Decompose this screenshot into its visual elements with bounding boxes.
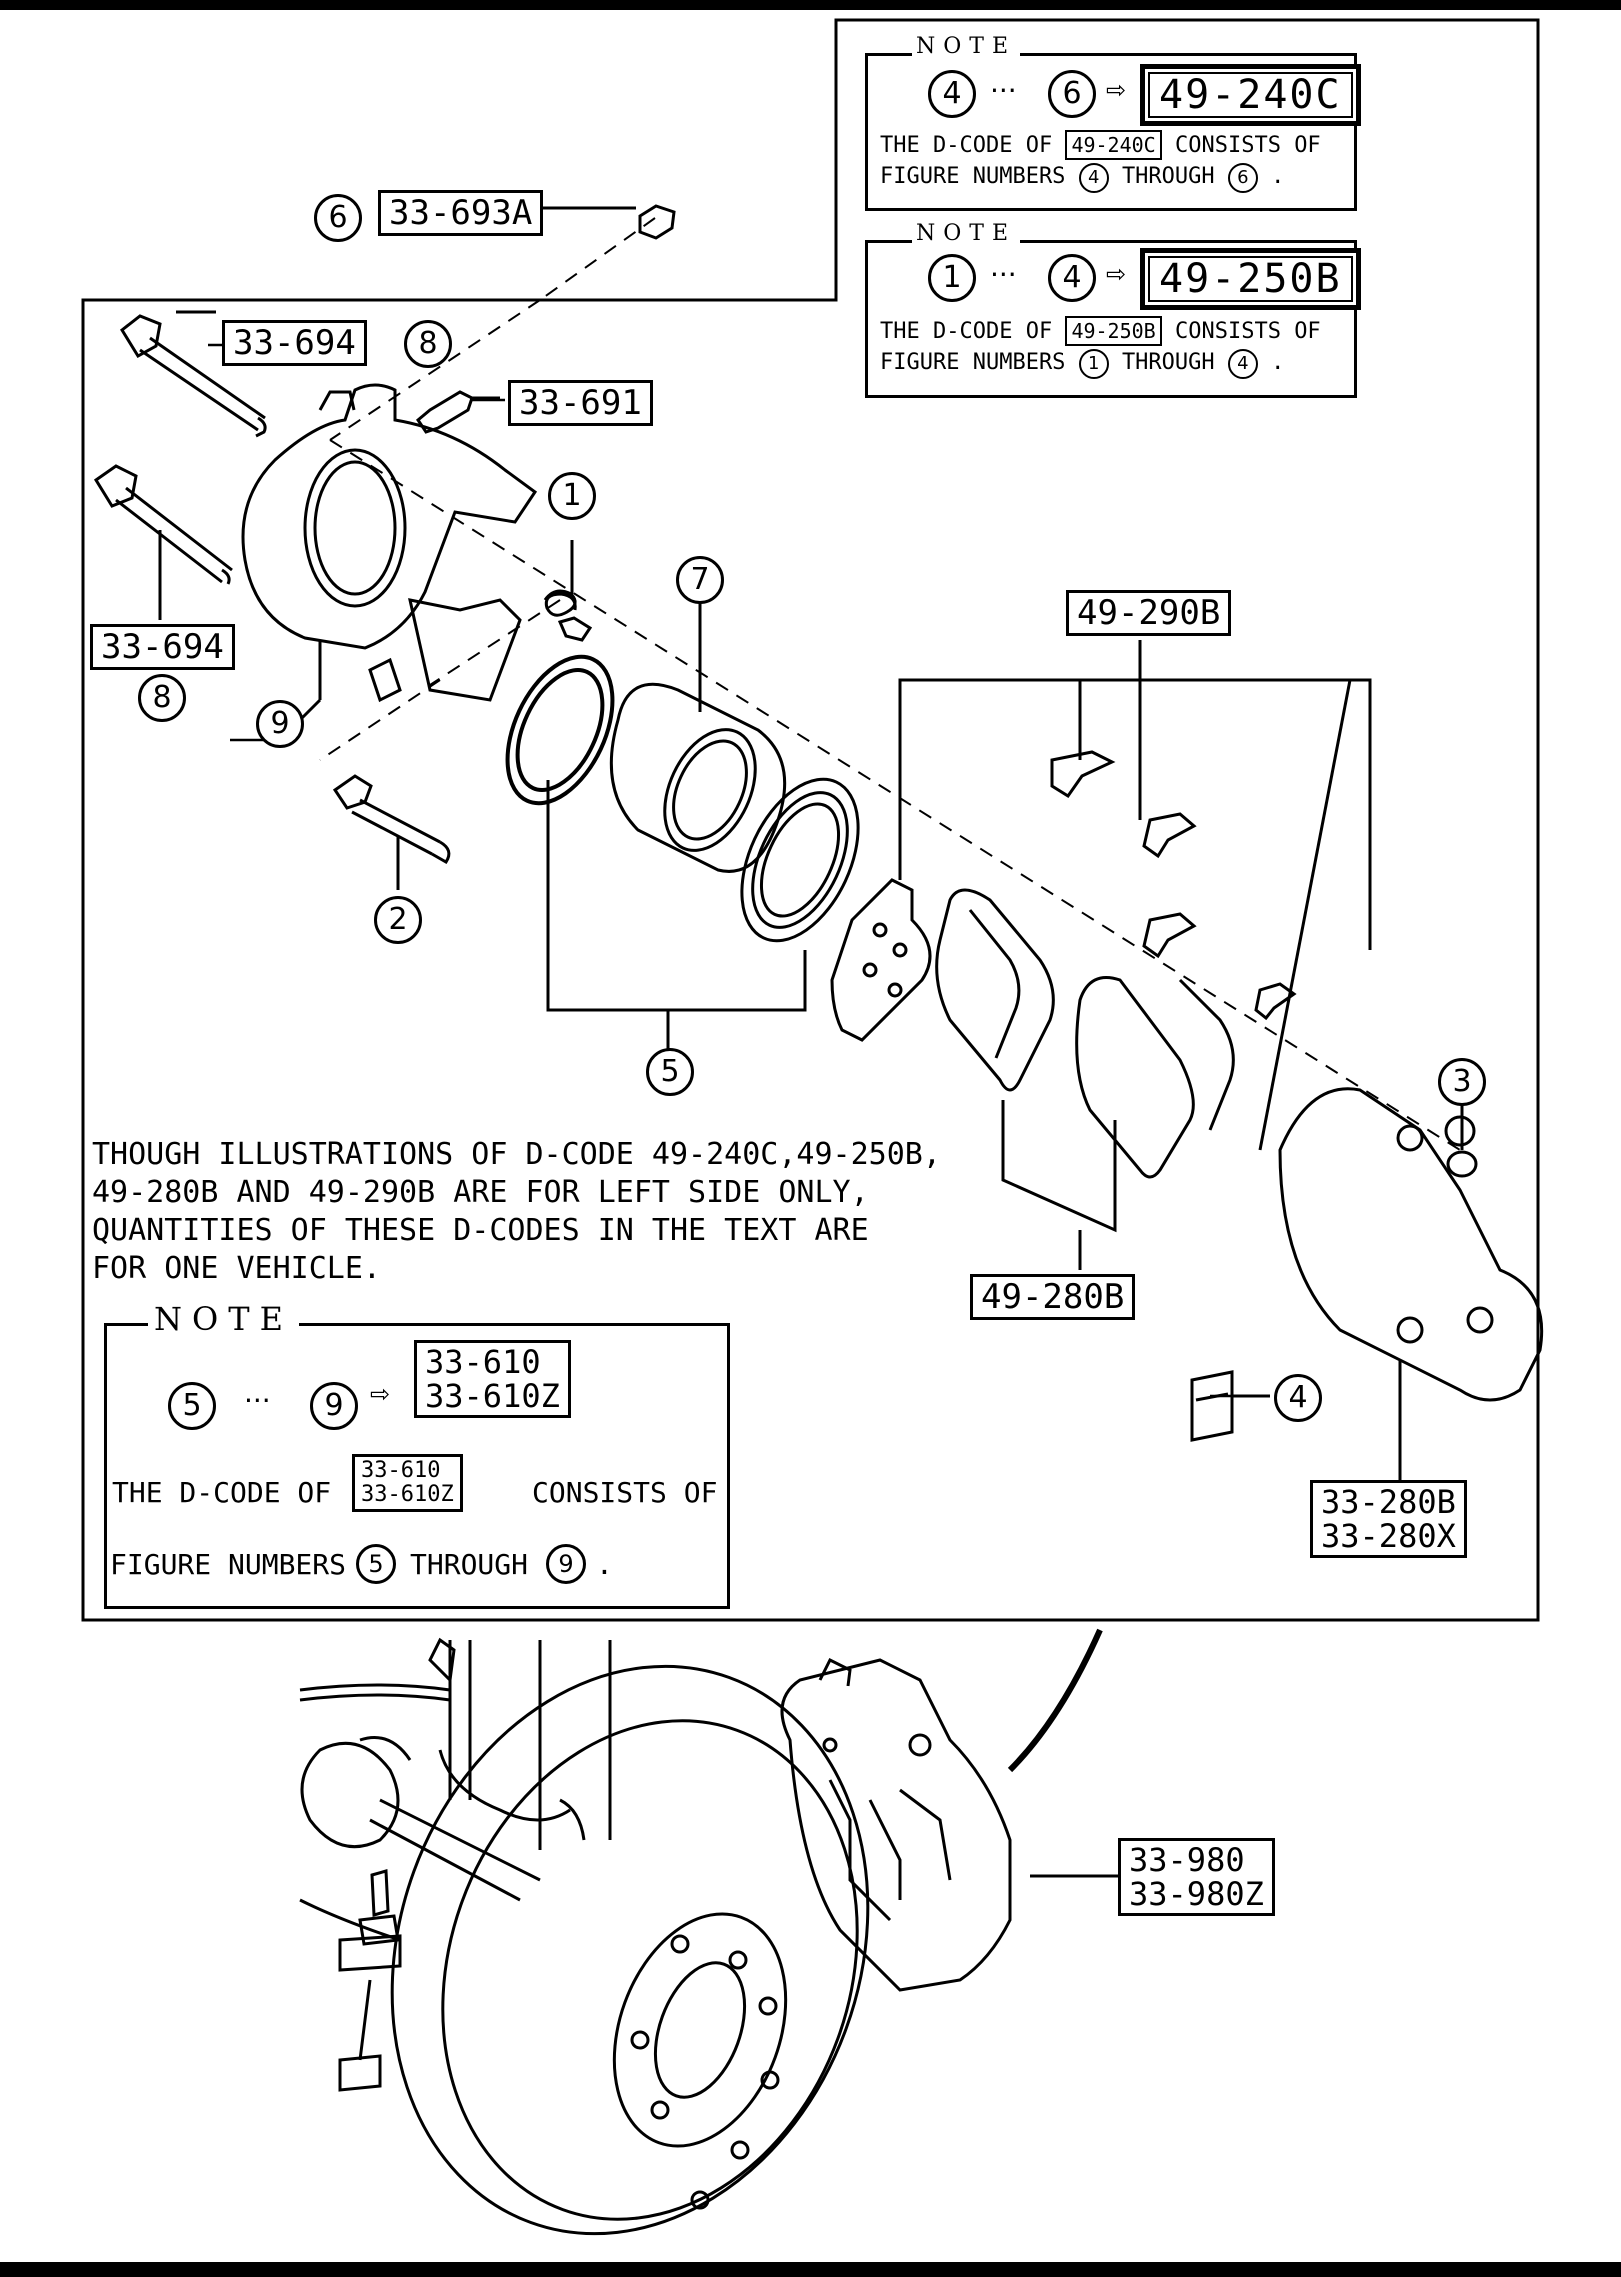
callout-7: 7 [676, 556, 724, 604]
note-box-33-610 [104, 1323, 730, 1609]
part-code-33-610Z: 33-610Z [425, 1377, 560, 1415]
part-code-33-280B: 33-280B [1321, 1483, 1456, 1521]
part-label-49-290B[interactable]: 49-290B [1066, 590, 1232, 636]
part-label-33-694-left[interactable]: 33-694 [90, 624, 235, 670]
part-code-33-980: 33-980 [1129, 1841, 1245, 1879]
part-code-33-610: 33-610 [425, 1343, 541, 1381]
illustration-note-line-1: THOUGH ILLUSTRATIONS OF D-CODE 49-240C,4… [92, 1137, 941, 1172]
callout-4: 4 [1274, 1374, 1322, 1422]
part-label-33-980-33-980Z[interactable]: 33-980 33-980Z [1118, 1838, 1275, 1916]
note-610-line-2-mid: THROUGH [410, 1548, 529, 1581]
note-box-49-250B [865, 240, 1357, 398]
part-label-49-280B[interactable]: 49-280B [970, 1274, 1136, 1320]
illustration-note-line-3: QUANTITIES OF THESE D-CODES IN THE TEXT … [92, 1213, 869, 1248]
note-610-line-2-end: . [596, 1548, 613, 1581]
callout-circle: 4 [1048, 254, 1096, 302]
callout-2: 2 [374, 896, 422, 944]
note-line-1: THE D-CODE OF 49-250B CONSISTS OF [880, 316, 1321, 347]
part-code-33-280X: 33-280X [1321, 1517, 1456, 1555]
note-heading: NOTE [912, 221, 1021, 246]
callout-8-left: 8 [138, 674, 186, 722]
callout-6: 6 [314, 194, 362, 242]
note-line-1: THE D-CODE OF 49-240C CONSISTS OF [880, 130, 1321, 161]
part-label-33-280B-33-280X[interactable]: 33-280B 33-280X [1310, 1480, 1467, 1558]
part-label-33-694-top[interactable]: 33-694 [222, 320, 367, 366]
callout-circle: 4 [928, 70, 976, 118]
ellipsis: ··· [244, 1384, 271, 1417]
note-line-2: FIGURE NUMBERS 4 THROUGH 6 . [880, 162, 1284, 193]
arrow-icon: ⇨ [370, 1380, 391, 1408]
illustration-note-line-4: FOR ONE VEHICLE. [92, 1251, 381, 1286]
note-610-line-2-pre: FIGURE NUMBERS [110, 1548, 347, 1581]
callout-circle: 9 [310, 1382, 358, 1430]
callout-3: 3 [1438, 1058, 1486, 1106]
note-box-49-240C [865, 53, 1357, 211]
note-heading: NOTE [148, 1300, 299, 1338]
arrow-icon: ⇨ [1106, 76, 1127, 104]
ellipsis: ··· [990, 74, 1017, 107]
note-610-line-1-pre: THE D-CODE OF [112, 1476, 332, 1509]
note-heading: NOTE [912, 34, 1021, 59]
part-label-33-693A[interactable]: 33-693A [378, 190, 544, 236]
callout-circle: 5 [356, 1544, 396, 1584]
callout-circle: 5 [168, 1382, 216, 1430]
arrow-icon: ⇨ [1106, 260, 1127, 288]
part-label-33-691[interactable]: 33-691 [508, 380, 653, 426]
callout-circle: 1 [928, 254, 976, 302]
note-610-line-1-post: CONSISTS OF [532, 1476, 718, 1509]
note-610-inline-codes: 33-610 33-610Z [352, 1454, 463, 1512]
callout-1: 1 [548, 472, 596, 520]
illustration-note-line-2: 49-280B AND 49-290B ARE FOR LEFT SIDE ON… [92, 1175, 869, 1210]
ellipsis: ··· [990, 258, 1017, 291]
part-code-33-610-stack[interactable]: 33-610 33-610Z [414, 1340, 571, 1418]
note-line-2: FIGURE NUMBERS 1 THROUGH 4 . [880, 348, 1284, 379]
part-code-49-240C[interactable]: 49-240C [1140, 64, 1361, 126]
callout-circle: 6 [1048, 70, 1096, 118]
callout-5: 5 [646, 1048, 694, 1096]
callout-9: 9 [256, 700, 304, 748]
callout-circle: 9 [546, 1544, 586, 1584]
callout-8-top: 8 [404, 320, 452, 368]
part-code-49-250B[interactable]: 49-250B [1140, 248, 1361, 310]
part-code-33-980Z: 33-980Z [1129, 1875, 1264, 1913]
